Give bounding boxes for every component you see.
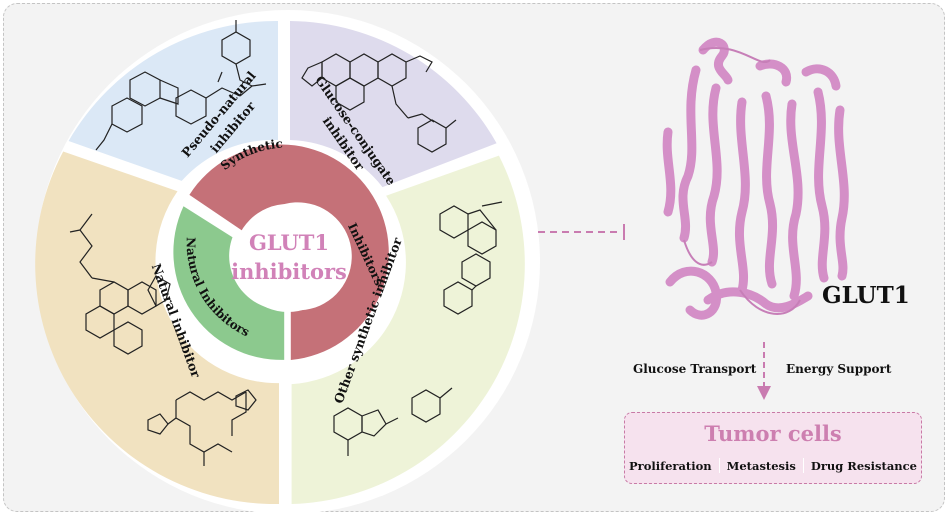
sector-natural <box>35 151 279 505</box>
energy-support-label: Energy Support <box>786 362 892 376</box>
tumor-outcomes: Proliferation Metastesis Drug Resistance <box>625 458 921 473</box>
outcome-proliferation: Proliferation <box>629 458 712 473</box>
tumor-cells-box: Tumor cells Proliferation Metastesis Dru… <box>624 412 922 484</box>
outcome-separator <box>718 458 720 473</box>
pseudo-natural-molecule <box>95 20 267 151</box>
outcome-separator <box>802 458 804 473</box>
center-title-line2: inhibitors <box>231 259 347 284</box>
glut1-protein-structure <box>662 37 849 320</box>
glucose-transport-label: Glucose Transport <box>633 362 757 376</box>
glucose-conjugate-molecule <box>301 53 457 153</box>
flow-arrow-head <box>757 386 771 400</box>
center-circle <box>234 204 342 312</box>
sector-other-synthetic <box>291 155 525 504</box>
glut1-label: GLUT1 <box>822 282 910 309</box>
tumor-cells-title: Tumor cells <box>704 421 842 446</box>
outcome-drug-resistance: Drug Resistance <box>810 458 917 473</box>
natural-macrolide-molecule <box>147 389 257 466</box>
sector-glucose-conjugate <box>290 21 497 188</box>
center-title-line1: GLUT1 <box>249 230 329 255</box>
natural-ring <box>173 206 285 360</box>
other-synthetic-molecule <box>333 201 503 456</box>
outcome-metastasis: Metastesis <box>726 458 796 473</box>
sector-pseudo-natural <box>68 20 278 181</box>
glut1-protein-loops <box>683 47 801 315</box>
natural-steroid-molecule <box>69 213 171 355</box>
synthetic-ring <box>189 144 389 360</box>
